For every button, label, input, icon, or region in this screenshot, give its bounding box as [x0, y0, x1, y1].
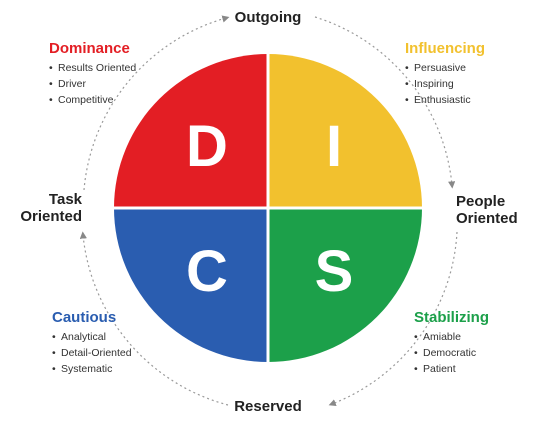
quadrant-c	[114, 208, 268, 362]
trait-item: Analytical	[52, 329, 132, 345]
letter-s: S	[315, 239, 354, 304]
letter-d: D	[186, 114, 228, 179]
axis-label-right: People Oriented	[456, 193, 534, 227]
trait-item: Inspiring	[405, 76, 485, 92]
style-title-dominance: Dominance	[49, 40, 130, 57]
trait-item: Persuasive	[405, 60, 485, 76]
trait-list-cautious: Analytical Detail-Oriented Systematic	[52, 329, 132, 377]
style-block-dominance: Dominance Results Oriented Driver Compet…	[49, 40, 136, 108]
axis-left-line-1: Task	[48, 191, 82, 208]
trait-list-dominance: Results Oriented Driver Competitive	[49, 60, 136, 108]
trait-item: Competitive	[49, 92, 136, 108]
trait-item: Driver	[49, 76, 136, 92]
axis-label-left: Task Oriented	[4, 191, 82, 225]
quadrant-d	[114, 54, 268, 208]
axis-top-text: Outgoing	[234, 9, 302, 26]
quadrant-i	[268, 54, 422, 208]
style-title-influencing: Influencing	[405, 40, 485, 57]
trait-item: Amiable	[414, 329, 489, 345]
trait-item: Patient	[414, 361, 489, 377]
letter-i: I	[326, 114, 342, 179]
style-title-cautious: Cautious	[52, 309, 117, 326]
axis-right-line-2: Oriented	[456, 210, 518, 227]
axis-right-line-1: People	[456, 193, 506, 210]
trait-item: Enthusiastic	[405, 92, 485, 108]
axis-left-line-2: Oriented	[20, 208, 82, 225]
style-title-stabilizing: Stabilizing	[414, 309, 489, 326]
axis-label-top: Outgoing	[218, 9, 318, 26]
axis-label-bottom: Reserved	[218, 398, 318, 415]
style-block-cautious: Cautious Analytical Detail-Oriented Syst…	[52, 309, 132, 377]
style-block-influencing: Influencing Persuasive Inspiring Enthusi…	[405, 40, 485, 108]
quadrant-s	[268, 208, 422, 362]
trait-item: Democratic	[414, 345, 489, 361]
orbit-arc-top-right	[314, 16, 456, 189]
outer-orbit	[79, 15, 458, 407]
trait-item: Detail-Oriented	[52, 345, 132, 361]
axis-bottom-text: Reserved	[234, 398, 302, 415]
letter-c: C	[186, 239, 228, 304]
orbit-arc-left-top	[83, 15, 230, 191]
trait-item: Systematic	[52, 361, 132, 377]
trait-list-influencing: Persuasive Inspiring Enthusiastic	[405, 60, 485, 108]
trait-item: Results Oriented	[49, 60, 136, 76]
orbit-arc-bottom-left	[79, 231, 229, 406]
trait-list-stabilizing: Amiable Democratic Patient	[414, 329, 489, 377]
style-block-stabilizing: Stabilizing Amiable Democratic Patient	[414, 309, 489, 377]
